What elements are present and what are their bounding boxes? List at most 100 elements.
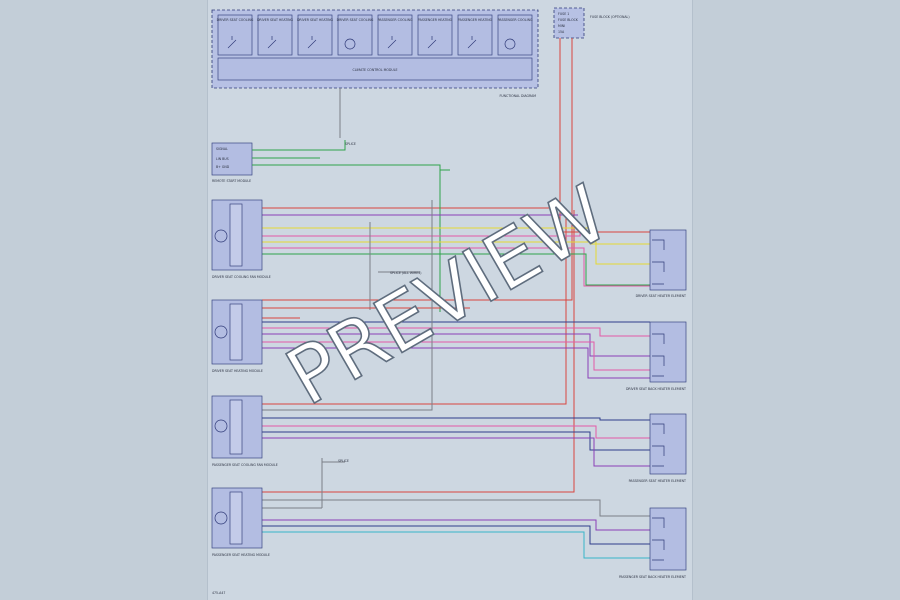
fuse-line: 15A (558, 30, 565, 34)
fuse-line: FUSE 1 (558, 12, 569, 16)
splice-label-mid: SPLICE (ALL WIRES) (390, 271, 422, 275)
heater-caption: DRIVER SEAT HEATER ELEMENT (636, 294, 686, 298)
heater-element-icon (652, 517, 665, 561)
wire-mod2-pink (262, 327, 650, 337)
seat-module-caption: PASSENGER SEAT HEATING MODULE (212, 553, 270, 557)
wire-mod1-pink-2 (262, 247, 650, 287)
wire-remote-start (252, 140, 441, 312)
wire-mod2-pink-2 (262, 341, 650, 371)
wire-mod4-purple (262, 519, 650, 531)
switch-box (257, 14, 293, 56)
heater-element-icon (652, 423, 665, 467)
seat-module-caption: DRIVER SEAT HEATING MODULE (212, 369, 263, 373)
heater-element-4: PASSENGER SEAT BACK HEATER ELEMENT (619, 507, 687, 579)
heater-element-box (649, 229, 687, 291)
climate-control-module: CLIMATE CONTROL MODULE DRIVER SEAT COOLI… (211, 9, 539, 98)
wire-mod2-red (262, 307, 470, 319)
preview-watermark: PREVIEW (272, 169, 623, 424)
page-reference: 475-A47 (212, 591, 225, 595)
wire-power-heater-1 (559, 208, 650, 233)
wire-mod3-pink (262, 425, 650, 439)
remote-start-module: SIGNAL LIN BUS B+ GND REMOTE START MODUL… (211, 142, 253, 183)
switch-8: PASSENGER COOLING (497, 14, 533, 56)
heater-element-box (649, 413, 687, 475)
module-caption: FUNCTIONAL DIAGRAM (499, 94, 536, 98)
switch-label: DRIVER SEAT COOLING (217, 18, 254, 22)
fuse-line: FUSE BLOCK (558, 18, 579, 22)
module-line: LIN BUS (216, 157, 229, 161)
fuse-block-box (553, 7, 585, 39)
module-label: CLIMATE CONTROL MODULE (352, 68, 397, 72)
heater-caption: DRIVER SEAT BACK HEATER ELEMENT (626, 387, 686, 391)
fuse-caption: FUSE BLOCK (OPTIONAL) (590, 15, 630, 19)
heater-element-icon (652, 333, 665, 377)
switch-box (377, 14, 413, 56)
module-internal-bus (217, 57, 533, 81)
wire-mod3-gray (262, 200, 433, 411)
connector-block (229, 399, 243, 455)
remote-start-module-box (211, 142, 253, 176)
switch-label: PASSENGER COOLING (378, 18, 413, 22)
wire-mod1-pink (262, 232, 581, 237)
switch-label: DRIVER SEAT COOLING (337, 18, 374, 22)
connector-block (229, 203, 243, 267)
heater-element-box (649, 321, 687, 383)
switch-symbol (467, 36, 477, 49)
splice-label-upper: SPLICE (345, 142, 356, 146)
heater-caption: PASSENGER SEAT HEATER ELEMENT (629, 479, 686, 483)
heater-element-2: DRIVER SEAT BACK HEATER ELEMENT (626, 321, 687, 391)
switch-symbol (387, 36, 397, 49)
heater-element-box (649, 507, 687, 571)
seat-module-3: PASSENGER SEAT COOLING FAN MODULE (211, 395, 278, 467)
wire-mod3-blue-2 (262, 431, 650, 451)
fan-motor-icon (214, 229, 228, 243)
switch-symbol (504, 38, 516, 50)
switch-box (497, 14, 533, 56)
seat-module-4: PASSENGER SEAT HEATING MODULE (211, 487, 270, 557)
switch-7: PASSENGER HEATING (457, 14, 493, 56)
switch-6: PASSENGER HEATING (417, 14, 453, 56)
module-caption: REMOTE START MODULE (212, 179, 251, 183)
switch-box (337, 14, 373, 56)
seat-module-caption: DRIVER SEAT COOLING FAN MODULE (212, 275, 271, 279)
wire-mod2-purple (262, 333, 650, 357)
module-line: SIGNAL (216, 147, 228, 151)
switch-symbol (307, 36, 317, 49)
switch-symbol (267, 36, 277, 49)
module-line: B+ GND (216, 165, 230, 169)
seat-module-1: DRIVER SEAT COOLING FAN MODULE (211, 199, 271, 279)
fuse-line: MINI (558, 24, 565, 28)
switch-box (457, 14, 493, 56)
wire-mod4-cyan (262, 531, 650, 559)
switch-box (217, 14, 253, 56)
switch-symbol (427, 36, 437, 49)
seat-module-2: DRIVER SEAT HEATING MODULE (211, 299, 263, 373)
wire-mod1-yellow (262, 227, 650, 245)
heater-element-1: DRIVER SEAT HEATER ELEMENT (636, 229, 687, 298)
heater-element-icon (652, 239, 665, 285)
heater-module-icon (214, 325, 228, 339)
wire-splice-upper (369, 222, 420, 310)
switch-label: PASSENGER HEATING (458, 18, 493, 22)
switch-4: DRIVER SEAT COOLING (337, 14, 374, 56)
seat-module-caption: PASSENGER SEAT COOLING FAN MODULE (212, 463, 278, 467)
switch-5: PASSENGER COOLING (377, 14, 413, 56)
heater-module-icon (214, 511, 228, 525)
switch-symbol (227, 36, 237, 49)
switch-3: DRIVER SEAT HEATING (297, 14, 334, 56)
wire-mod3-purple (262, 437, 650, 467)
fuse-block: FUSE 1 FUSE BLOCK MINI 15A FUSE BLOCK (O… (553, 7, 630, 39)
wire-harness (252, 38, 650, 559)
switch-label: PASSENGER HEATING (418, 18, 453, 22)
wire-mod4-gray (262, 499, 650, 517)
wire-mod1-yellow-2 (262, 241, 650, 265)
switch-box (297, 14, 333, 56)
wire-mod1-green (262, 253, 650, 286)
switch-1: DRIVER SEAT COOLING (217, 14, 254, 56)
heater-caption: PASSENGER SEAT BACK HEATER ELEMENT (619, 575, 686, 579)
wire-mod4-blue (262, 525, 650, 545)
switch-symbol (344, 38, 356, 50)
connector-block (229, 303, 243, 361)
